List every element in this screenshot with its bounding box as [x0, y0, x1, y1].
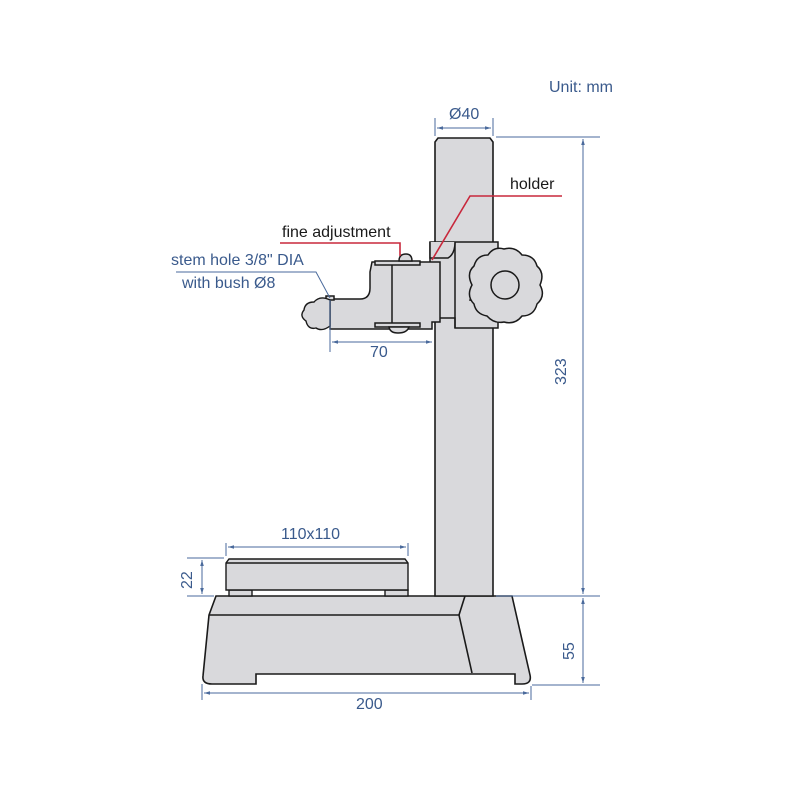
dim-column-diameter: Ø40: [449, 106, 480, 123]
red-leaders: [280, 195, 562, 261]
stem-clamp-knob: [301, 297, 331, 331]
dim-arm-reach: 70: [370, 344, 388, 361]
dim-base-width: 200: [356, 696, 383, 713]
callout-fine-adjustment: fine adjustment: [282, 224, 391, 241]
dimension-lines: [176, 118, 600, 700]
dim-table-height: 22: [179, 571, 196, 589]
callout-stem-hole-line2: with bush Ø8: [182, 275, 276, 292]
dim-column-height: 323: [553, 358, 570, 385]
dim-table-size: 110x110: [281, 526, 341, 543]
holder-clamp-knob: [468, 247, 544, 324]
arm: [325, 253, 441, 334]
callout-holder: holder: [510, 176, 555, 193]
unit-label: Unit: mm: [549, 79, 613, 96]
measuring-table: [225, 558, 409, 597]
callout-stem-hole-line1: stem hole 3/8" DIA: [171, 252, 304, 269]
dim-base-height: 55: [561, 642, 578, 660]
base: [202, 595, 532, 685]
